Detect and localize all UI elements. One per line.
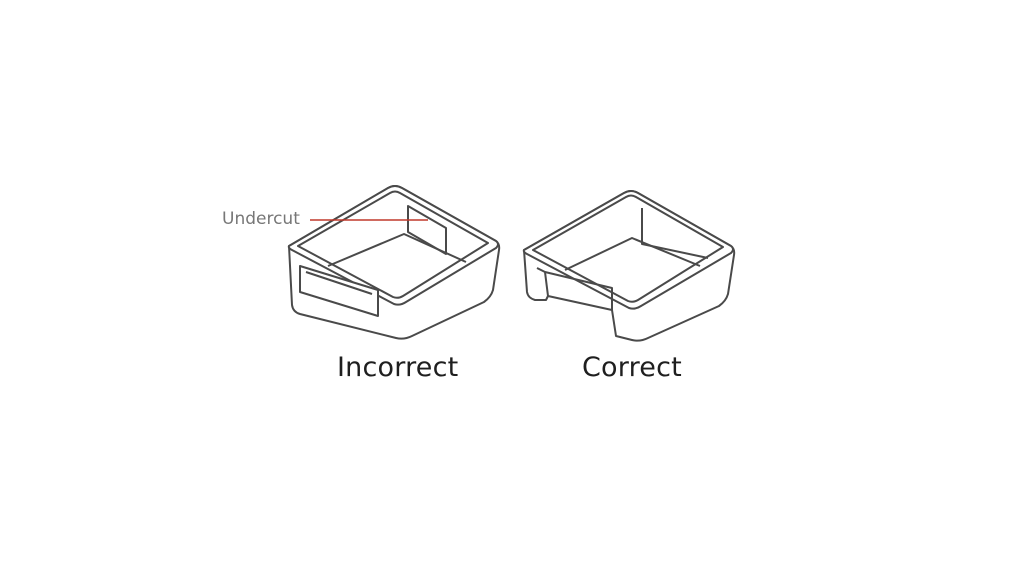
correct-front-slot [536, 267, 613, 310]
incorrect-undercut-window [407, 205, 447, 255]
correct-tray-inner-rim [532, 194, 724, 303]
correct-caption: Correct [582, 352, 682, 383]
undercut-label: Undercut [222, 209, 300, 229]
correct-tray-floor [564, 237, 701, 271]
correct-back-wall-slot [641, 208, 709, 259]
incorrect-tray [287, 185, 501, 340]
incorrect-tray-inner-rim [297, 190, 489, 299]
incorrect-caption: Incorrect [337, 352, 459, 383]
incorrect-front-window [299, 265, 379, 317]
correct-tray [522, 190, 736, 342]
